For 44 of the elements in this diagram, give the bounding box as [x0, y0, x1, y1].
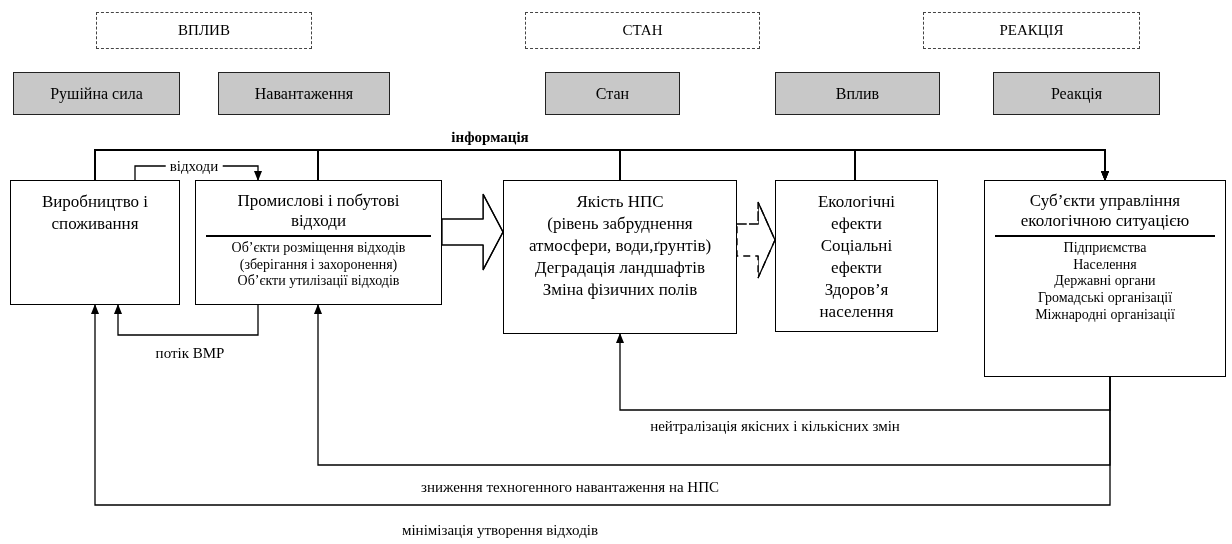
- box-heading: Промислові і побутові відходи: [236, 191, 401, 233]
- box-text: Здоров’я населення: [818, 279, 895, 324]
- arrow: [91, 304, 1111, 506]
- box-text: Навантаження: [253, 83, 355, 104]
- process-box: [10, 180, 180, 305]
- box-text: Деградація ландшафтів: [533, 257, 707, 280]
- box-text: РЕАКЦІЯ: [998, 21, 1065, 41]
- process-box: [984, 180, 1226, 377]
- box-text: (рівень забруднення атмосфери, води,ґрунтів): [527, 213, 713, 258]
- category-box: [96, 12, 312, 49]
- box-text: Соціальні ефекти: [819, 235, 894, 280]
- stage-box: [218, 72, 390, 115]
- arrow: [854, 149, 1109, 181]
- arrow: [616, 333, 1111, 411]
- stage-box: [13, 72, 180, 115]
- box-text: Рушійна сила: [49, 83, 144, 105]
- stage-box: [545, 72, 680, 115]
- list-item: Населення: [1072, 256, 1138, 274]
- process-box: [775, 180, 938, 332]
- stage-box: [775, 72, 940, 115]
- box-text: Виробництво і споживання: [40, 191, 150, 236]
- list-item: Громадські організації: [1036, 290, 1174, 307]
- edge-label: відходи: [165, 158, 223, 174]
- box-text: СТАН: [621, 21, 664, 41]
- list-item: Об’єкти утилізації відходів: [236, 273, 401, 291]
- box-text: Реакція: [1049, 83, 1104, 105]
- process-box: [503, 180, 737, 334]
- box-heading: Суб’єкти управління екологічною ситуацією: [1019, 191, 1191, 233]
- box-text: ВПЛИВ: [177, 21, 231, 41]
- box-text: Екологічні ефекти: [816, 191, 897, 236]
- list-item: Об’єкти розміщення відходів (зберігання і захоронення): [230, 239, 407, 274]
- arrow: [314, 304, 1111, 466]
- box-text: Стан: [594, 83, 631, 104]
- box-text: Зміна фізичних полів: [541, 279, 699, 302]
- list-item: Міжнародні організації: [1034, 306, 1176, 324]
- process-box: [195, 180, 442, 305]
- arrow: [114, 304, 259, 336]
- list-item: Підприємства: [1062, 239, 1148, 257]
- stage-box: [993, 72, 1160, 115]
- box-text: Вплив: [834, 83, 881, 104]
- category-box: [923, 12, 1140, 49]
- category-box: [525, 12, 760, 49]
- box-text: Якість НПС: [575, 191, 665, 213]
- list-item: Державні органи: [1053, 273, 1157, 291]
